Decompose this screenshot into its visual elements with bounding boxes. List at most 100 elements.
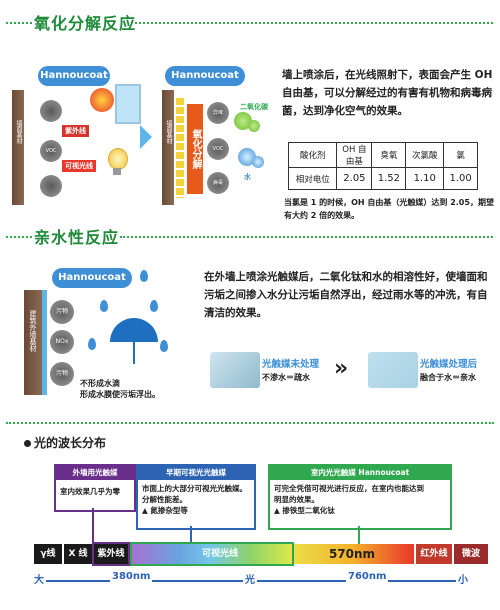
oxidation-note: 当氯是 1 的时候，OH 自由基（光触媒）达到 2.05，期望有大约 2 倍的效…: [284, 198, 494, 220]
oxidation-potential-table: 酸化剂 OH 自由基 臭氧 次氯酸 氯 相对电位 2.05 1.52 1.10 …: [287, 142, 478, 190]
untreated-title: 光触媒未处理: [262, 359, 320, 370]
co2-molecule-icon: [234, 112, 252, 130]
axis-right-label: 小: [456, 571, 470, 586]
section-divider: [6, 422, 494, 424]
spec-box-line: 明显的效果。: [274, 495, 319, 504]
co2-label: 二氧化碳: [240, 103, 268, 111]
pollutant-burst-icon: [40, 175, 62, 197]
section1-title: 氧化分解反应: [34, 14, 137, 33]
co2-molecule-icon: [248, 120, 260, 132]
spec-box-head: 室内光光触媒 Hannoucoat: [270, 466, 450, 480]
wall-label: 墙面基材: [15, 120, 22, 144]
water-film-layer: [42, 290, 47, 395]
arrow-right-icon: »: [334, 356, 349, 381]
spec-box-line: 市面上的大部分可视光光触媒。: [142, 484, 247, 493]
connector-line: [190, 526, 192, 544]
band-infrared: 红外线: [416, 544, 452, 564]
light-bulb-icon: [108, 148, 128, 170]
caption-line: 不形成水滴: [80, 379, 120, 388]
bulb-base: [113, 168, 121, 175]
dirt-burst-icon: 污物: [50, 362, 74, 386]
visible-light-label: 可视光线: [62, 160, 96, 172]
spec-box-early-visible: 早期可视光光触媒 市面上的大部分可视光光触媒。 分解性能差。 ▲ 氮掺杂型等: [136, 464, 256, 530]
raindrop-icon: [150, 300, 158, 312]
axis-mark-760: 760nm: [346, 571, 389, 582]
bullet-icon: [24, 440, 31, 447]
oxidation-description: 墙上喷涂后，在光线照射下，表面会产生 OH 自由基，可以分解经过的有害有机物和病…: [282, 69, 493, 117]
raindrop-icon: [100, 300, 108, 312]
oxidation-label: 氧化分解: [187, 104, 203, 194]
wall-label: 墙面基材: [165, 120, 172, 144]
table-header: 酸化剂: [287, 142, 338, 168]
brand-bubble: Hannoucoat: [38, 66, 110, 86]
arrow-right-icon: [140, 125, 152, 149]
axis-left-label: 大: [32, 571, 46, 586]
spec-box-line: 室内效果几乎为零: [60, 487, 120, 496]
title-dots-left: [6, 22, 32, 24]
section2-title: 亲水性反应: [34, 228, 120, 247]
uv-label: 紫外线: [62, 125, 89, 137]
dirt-burst-icon: 污物: [50, 300, 74, 324]
water-molecule-icon: [252, 156, 264, 168]
table-cell: 2.05: [336, 167, 373, 190]
untreated-desc: 不渗水＝疏水: [262, 373, 310, 382]
odor-burst-icon: 异味: [207, 102, 229, 124]
band-visible: 可视光线: [130, 544, 290, 564]
band-visible-label: 可视光线: [202, 549, 239, 559]
band-uv: 紫外线: [92, 542, 130, 566]
raindrop-icon: [160, 340, 168, 352]
hannoucoat-range-outline: [130, 542, 294, 566]
spec-box-head: 早期可视光光触媒: [138, 466, 254, 480]
title-dots-left: [6, 236, 32, 238]
hydrophilic-description: 在外墙上喷涂光触媒后，二氧化钛和水的相溶性好，使墙面和污垢之间掺入水分让污垢自然…: [204, 271, 488, 319]
wall-substrate: [12, 90, 24, 205]
spec-box-line: 分解性能差。: [142, 495, 187, 504]
axis-mark-380: 380nm: [110, 571, 153, 582]
treated-photo: [368, 352, 418, 388]
wall-substrate: [162, 90, 174, 205]
umbrella-handle: [133, 342, 135, 364]
raindrop-icon: [140, 270, 148, 282]
untreated-photo: [210, 352, 260, 388]
water-label: 水: [244, 173, 251, 181]
connector-line: [358, 526, 360, 544]
spec-box-line: ▲ 氮掺杂型等: [142, 506, 188, 515]
table-header: 臭氧: [371, 142, 407, 168]
table-header: OH 自由基: [336, 142, 373, 168]
water-molecule-icon: [238, 148, 256, 166]
voc-burst-icon: VOC: [207, 138, 229, 160]
band-xray: X 线: [64, 544, 92, 564]
caption-line: 形成水膜使污垢浮出。: [80, 390, 160, 399]
spec-box-line: ▲ 掺铁型二氧化钛: [274, 506, 335, 515]
hydrophilic-caption: 不形成水滴 形成水膜使污垢浮出。: [80, 378, 160, 400]
band-gamma: γ线: [34, 544, 62, 564]
virus-burst-icon: 病毒: [207, 172, 229, 194]
brand-bubble: Hannoucoat: [165, 66, 245, 86]
wall-substrate: [24, 290, 42, 395]
table-cell: 1.52: [371, 167, 407, 190]
nox-burst-icon: NOx: [50, 330, 74, 354]
umbrella-icon: [110, 318, 158, 342]
spec-box-line: 可完全凭借可视光进行反应，在室内也能达到: [274, 484, 424, 493]
treated-title: 光触媒处理后: [420, 359, 478, 370]
voc-burst-icon: VOC: [40, 140, 62, 162]
brand-bubble: Hannoucoat: [52, 268, 132, 288]
band-570nm: 570nm: [290, 544, 414, 564]
spec-box-head: 外墙用光触媒: [56, 466, 134, 480]
window-icon: [115, 84, 141, 124]
axis-center-label: 光: [243, 571, 257, 586]
sun-icon: [90, 88, 114, 112]
raindrop-icon: [88, 338, 96, 350]
table-cell: 1.00: [443, 167, 478, 190]
title-dots-right: [135, 22, 493, 24]
spec-box-hannoucoat: 室内光光触媒 Hannoucoat 可完全凭借可视光进行反应，在室内也能达到 明…: [268, 464, 452, 530]
title-dots-right: [120, 236, 493, 238]
pollutant-burst-icon: [40, 100, 62, 122]
table-row-label: 相对电位: [287, 167, 338, 190]
wall-label: 建筑外墙基材: [29, 310, 37, 352]
spec-box-outdoor: 外墙用光触媒 室内效果几乎为零: [54, 464, 136, 512]
coating-layer: [176, 98, 184, 198]
table-header: 次氯酸: [405, 142, 445, 168]
connector-line: [92, 508, 94, 544]
table-header: 氯: [443, 142, 478, 168]
